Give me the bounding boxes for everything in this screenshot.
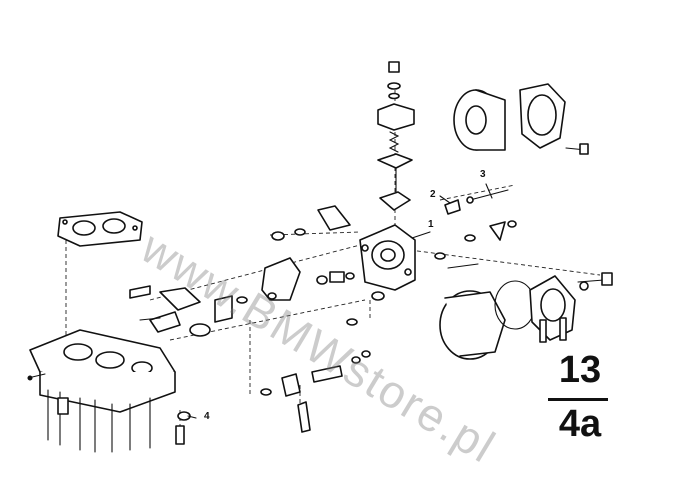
callout-label-3: 3 [480, 169, 486, 180]
gasket-part [57, 211, 143, 247]
carburettor-body-part [27, 329, 176, 453]
subgroup-number: 4a [558, 403, 602, 445]
shaft-assembly-part [377, 61, 415, 211]
bracket-part [434, 189, 517, 269]
central-housing-part [359, 224, 416, 301]
group-divider [548, 398, 608, 401]
group-number: 13 [558, 349, 602, 391]
small-parts-chain [175, 350, 371, 445]
callout-label-2: 2 [430, 189, 436, 200]
pump-assembly-part [439, 272, 613, 360]
lever-set-part [261, 205, 358, 326]
throttle-linkage-part [129, 285, 248, 337]
diaphragm-cover-part [453, 83, 589, 155]
callout-leaders [187, 183, 493, 419]
callout-label-4: 4 [204, 411, 210, 422]
callout-label-1: 1 [428, 219, 434, 230]
